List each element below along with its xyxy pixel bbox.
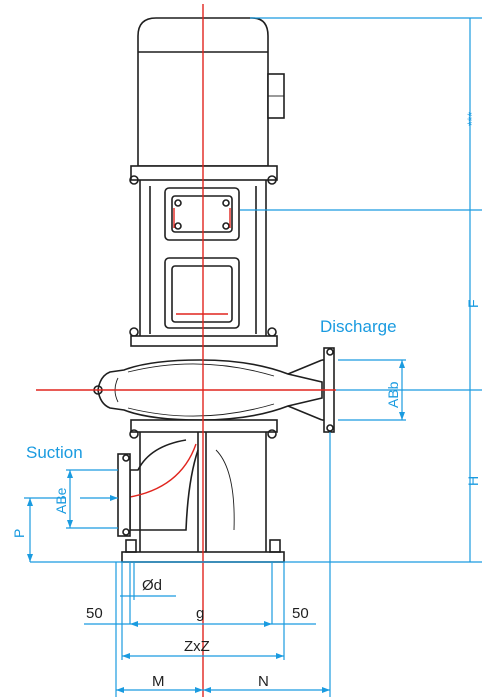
bolt-diameter-label: Ød [142,577,162,594]
casing-flange-top [130,335,278,347]
lower-window [164,257,240,329]
motor-flange [130,165,278,181]
stars-label: *** [465,112,479,126]
f-label: F [465,299,481,308]
centerlines [36,4,336,697]
suction-label: Suction [26,443,83,462]
n-label: N [258,673,269,690]
discharge-label: Discharge [320,317,397,336]
m-label: M [152,673,165,690]
labels: Discharge Suction ABb ABe P H F *** Ød g… [11,112,481,690]
casing-flange-bottom [130,419,278,433]
motor [129,17,285,185]
dimension-lines [24,17,482,697]
abb-label: ABb [385,381,401,408]
g-label: g [196,605,204,622]
abe-label: ABe [53,487,69,514]
suction-flange [117,453,131,537]
h-label: H [465,476,481,486]
lantern-bracket [129,180,278,347]
upper-window [164,187,240,241]
volute-casing [93,347,335,439]
fifty-left-label: 50 [86,605,103,622]
zxz-label: ZxZ [184,638,210,655]
suction-elbow-base [117,432,285,563]
fifty-right-label: 50 [292,605,309,622]
p-label: P [11,529,27,538]
